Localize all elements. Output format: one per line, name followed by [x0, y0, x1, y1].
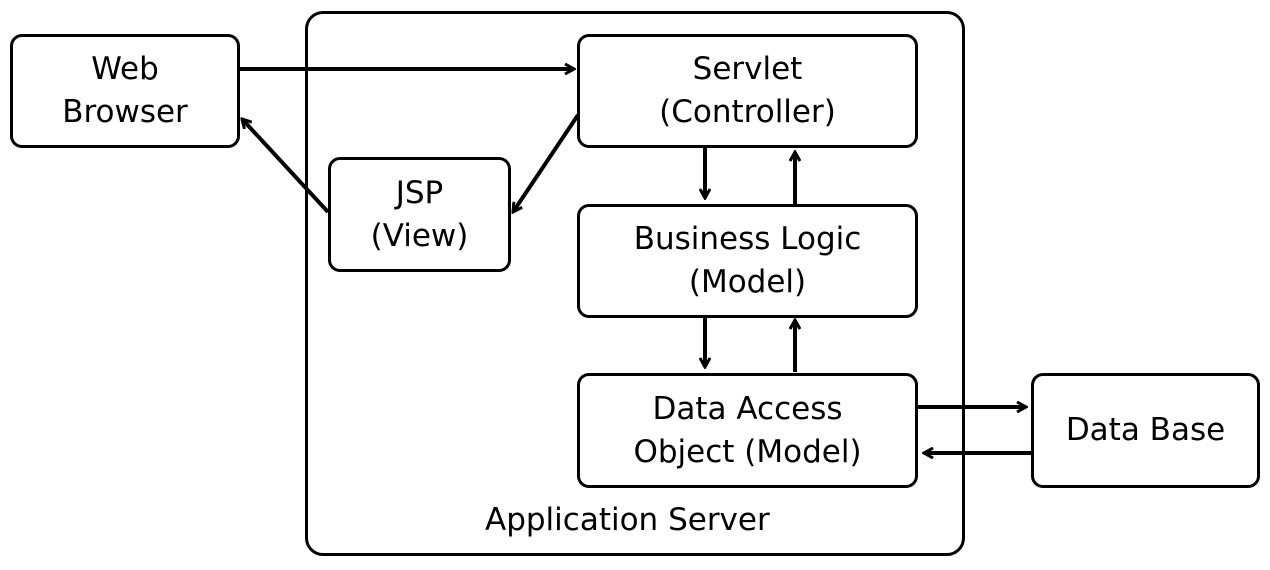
data-access-object-model-node: Data Access Object (Model): [577, 373, 918, 488]
application-server-label: Application Server: [485, 502, 770, 538]
database-label: Data Base: [1065, 412, 1226, 448]
business-logic-label-line1: Business Logic: [633, 221, 862, 257]
jsp-label-line1: JSP: [395, 174, 444, 211]
dao-label-line1: Data Access: [652, 390, 843, 427]
application-server-container: [305, 11, 965, 556]
business-logic-label-line2: (Model): [688, 264, 807, 300]
web-browser-label-line1: Web: [91, 51, 159, 87]
database-node: Data Base: [1031, 373, 1260, 488]
web-browser-label-line2: Browser: [62, 94, 188, 130]
dao-label-line2: Object (Model): [633, 433, 862, 470]
jsp-view-node: JSP (View): [328, 157, 511, 272]
web-browser-node: Web Browser: [10, 34, 240, 148]
business-logic-model-node: Business Logic (Model): [577, 204, 918, 318]
servlet-label-line2: (Controller): [659, 94, 836, 130]
servlet-controller-node: Servlet (Controller): [577, 34, 918, 148]
jsp-label-line2: (View): [370, 217, 469, 254]
edge-servlet-to-jsp: [513, 113, 580, 212]
servlet-label-line1: Servlet: [692, 51, 803, 87]
edge-jsp-to-browser: [242, 119, 330, 214]
